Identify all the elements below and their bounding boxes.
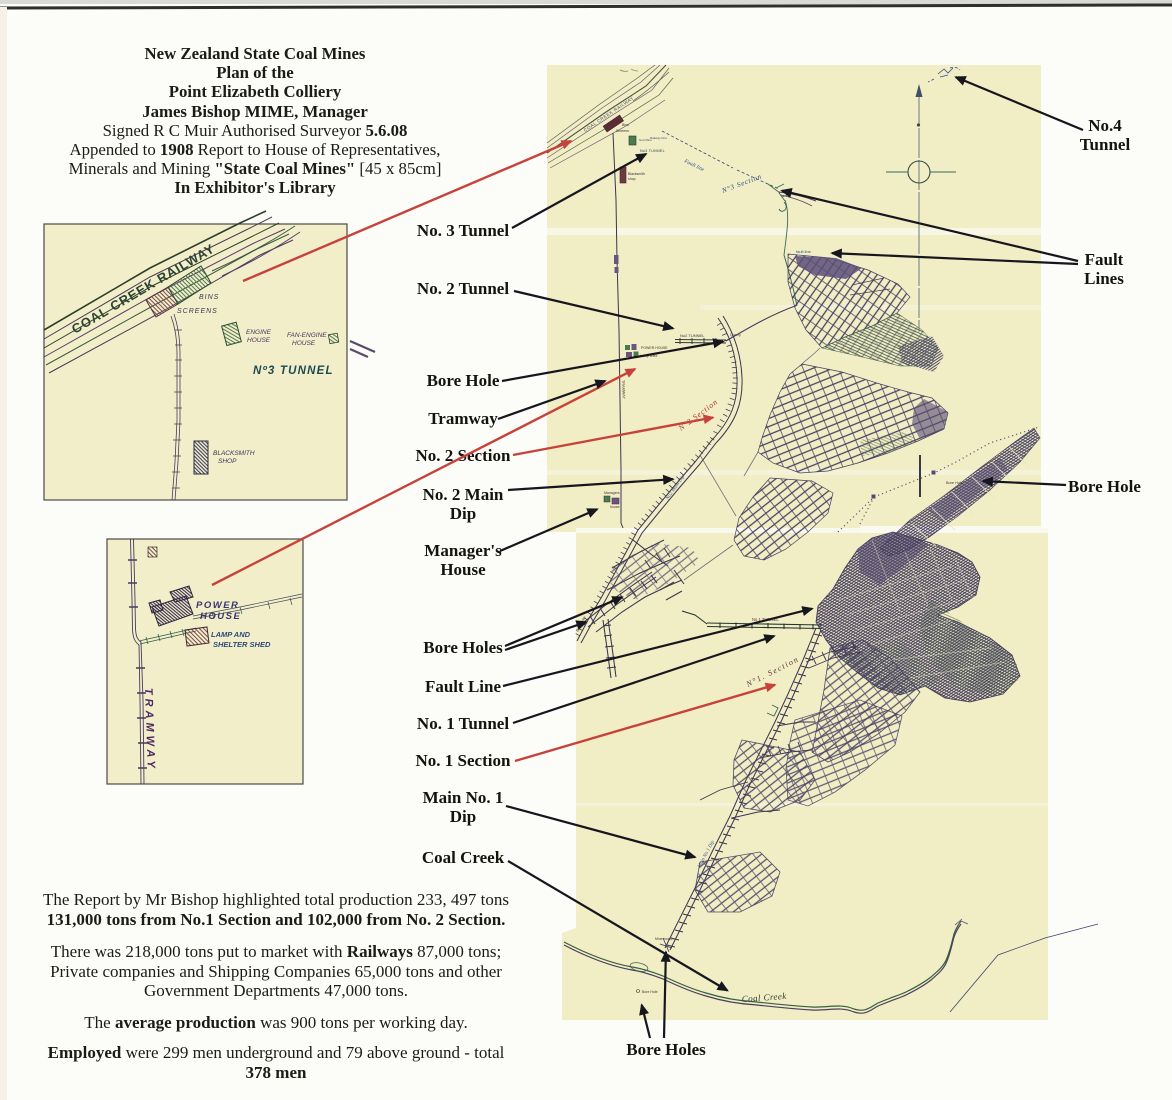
svg-text:POWER HOUSE: POWER HOUSE bbox=[641, 346, 668, 350]
svg-text:Blacksmith: Blacksmith bbox=[628, 172, 645, 176]
svg-text:SHOP: SHOP bbox=[218, 458, 237, 465]
svg-text:HOUSE: HOUSE bbox=[292, 340, 316, 347]
svg-text:fault line: fault line bbox=[796, 249, 812, 254]
svg-text:Bins: Bins bbox=[622, 123, 629, 127]
svg-text:LAMP AND: LAMP AND bbox=[211, 630, 251, 639]
svg-text:No3 TUNNEL: No3 TUNNEL bbox=[640, 149, 665, 153]
svg-text:shop: shop bbox=[628, 177, 636, 181]
svg-text:Lamp shed: Lamp shed bbox=[640, 354, 657, 358]
svg-text:Bore Hole: Bore Hole bbox=[946, 481, 963, 485]
svg-text:POWER: POWER bbox=[196, 600, 239, 611]
svg-text:Managers: Managers bbox=[604, 491, 620, 495]
svg-text:BLACKSMITH: BLACKSMITH bbox=[213, 450, 255, 457]
svg-text:HOUSE: HOUSE bbox=[247, 337, 271, 344]
svg-text:Screens: Screens bbox=[616, 129, 629, 133]
svg-text:house: house bbox=[610, 505, 620, 509]
svg-text:Bore Hole: Bore Hole bbox=[642, 990, 658, 994]
svg-text:No2 TUNNEL: No2 TUNNEL bbox=[680, 333, 705, 338]
svg-text:ENGINE: ENGINE bbox=[246, 329, 272, 336]
svg-text:TRAMWAY: TRAMWAY bbox=[621, 380, 626, 400]
svg-text:No3 Mine: No3 Mine bbox=[639, 138, 652, 142]
svg-text:FAN-ENGINE: FAN-ENGINE bbox=[287, 332, 327, 339]
svg-text:BINS: BINS bbox=[199, 294, 219, 301]
svg-text:Railway bins: Railway bins bbox=[650, 136, 667, 140]
svg-text:HOUSE: HOUSE bbox=[200, 611, 241, 622]
svg-text:SHELTER SHED: SHELTER SHED bbox=[213, 640, 271, 649]
svg-text:Coal Creek: Coal Creek bbox=[741, 991, 787, 1004]
svg-text:Mine mouth: Mine mouth bbox=[655, 937, 673, 941]
svg-text:SCREENS: SCREENS bbox=[177, 308, 218, 315]
svg-text:Nº3 TUNNEL: Nº3 TUNNEL bbox=[253, 365, 334, 377]
svg-text:TRAMWAY: TRAMWAY bbox=[142, 688, 157, 772]
